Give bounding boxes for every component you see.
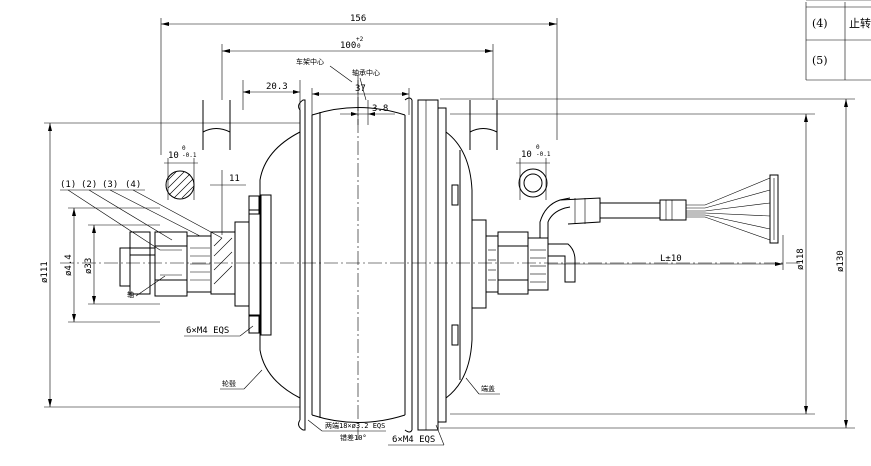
svg-text:轮毂: 轮毂 (222, 379, 236, 388)
dropout-left: 10 0 -0.1 (164, 100, 231, 200)
dim-dia-33: ø33 (84, 224, 160, 305)
callouts: (1) (2) (3) (4) (60, 180, 223, 251)
dim-156-text: 156 (350, 14, 366, 24)
dim-37-text: 37 (355, 84, 366, 94)
dropout-left-text: 10 (168, 151, 179, 161)
svg-text:轴承中心: 轴承中心 (352, 68, 380, 77)
dropout-right-text: 10 (521, 150, 532, 160)
svg-text:-0.1: -0.1 (536, 151, 551, 158)
left-axle-assembly: 轴 (119, 194, 272, 336)
dim-100-tol-upper: +2 (356, 36, 364, 43)
svg-text:0: 0 (536, 144, 540, 151)
dim-dia-118: ø118 (450, 113, 815, 415)
dim-20-3: 20.3 (242, 80, 301, 110)
dim-20-3-text: 20.3 (266, 82, 288, 92)
dim-dia-33-text: ø33 (84, 258, 94, 274)
table-row-5-no: (5) (812, 54, 828, 67)
dim-dia-111: ø111 (40, 122, 300, 408)
hub-shell-label: 轮毂 (220, 369, 263, 390)
dim-dia-4-4-text: ø4.4 (64, 254, 74, 276)
parts-table: (4) 止转 (5) (805, 0, 871, 81)
dim-100: 100 +2 0 (221, 36, 494, 100)
svg-text:端盖: 端盖 (481, 384, 495, 393)
dim-dia-118-text: ø118 (796, 248, 806, 270)
dim-100-text: 100 (340, 41, 356, 51)
dim-cable-length-text: L±10 (660, 254, 682, 264)
dim-100-tol-lower: 0 (357, 43, 361, 50)
note-spoke-offset-text: 错差10° (340, 433, 367, 442)
svg-text:车架中心: 车架中心 (296, 57, 324, 66)
note-6xm4-right-text: 6×M4 EQS (392, 435, 435, 445)
dropout-right: 10 0 -0.1 (469, 100, 551, 200)
hub-center-label: 轴承中心 (352, 68, 380, 101)
hub-shell (248, 97, 473, 433)
note-6xm4-right: 6×M4 EQS (388, 424, 445, 446)
callout-2: (2) (81, 180, 97, 190)
dim-37: 37 (311, 84, 410, 115)
dim-dia-111-text: ø111 (40, 261, 50, 283)
callout-4: (4) (125, 180, 141, 190)
right-axle-assembly (471, 174, 779, 309)
dim-156: 156 (160, 14, 558, 155)
table-row-4-name: 止转 (849, 16, 871, 30)
table-row-4-no: (4) (812, 17, 828, 30)
note-spoke-holes: 两端18×ø3.2 EQS 错差10° (307, 419, 386, 442)
dim-11-text: 11 (229, 174, 240, 184)
dim-11: 11 (210, 170, 246, 235)
dim-dia-130-text: ø130 (836, 250, 846, 272)
svg-text:-0.1: -0.1 (182, 152, 197, 159)
axle-label: 轴 (127, 290, 134, 299)
note-6xm4-left-text: 6×M4 EQS (186, 326, 229, 336)
svg-text:0: 0 (182, 145, 186, 152)
dim-dia-4-4: ø4.4 (64, 207, 160, 323)
dim-dia-130: ø130 (440, 98, 855, 429)
note-spoke-holes-text: 两端18×ø3.2 EQS (325, 421, 385, 430)
frame-center-label: 车架中心 (296, 57, 353, 83)
callout-3: (3) (102, 180, 118, 190)
note-6xm4-left: 6×M4 EQS (184, 325, 254, 337)
callout-1: (1) (60, 180, 76, 190)
dim-cable-length: L±10 (548, 235, 784, 270)
end-cover-label: 端盖 (465, 377, 500, 395)
dim-3-8: 3.8 (340, 80, 395, 125)
